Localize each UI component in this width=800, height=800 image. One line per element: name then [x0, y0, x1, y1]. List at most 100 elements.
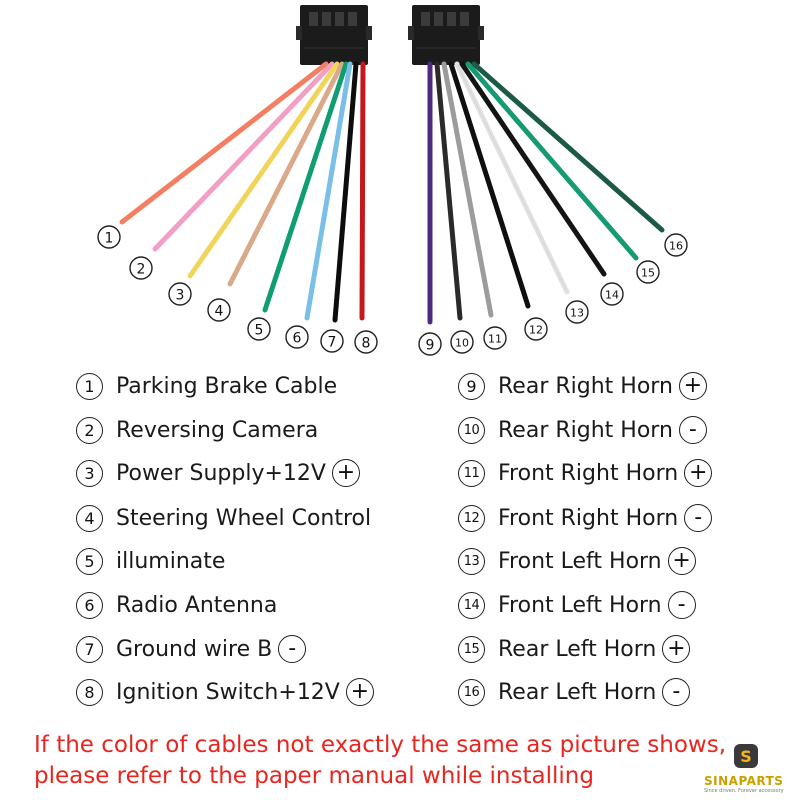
svg-text:15: 15 — [641, 267, 655, 280]
svg-text:16: 16 — [669, 240, 683, 253]
wire-2 — [152, 61, 335, 252]
wire-label-1: 1 — [97, 225, 121, 249]
wire-3 — [187, 61, 340, 279]
legend-number: 8 — [76, 678, 103, 706]
legend-label: Rear Right Horn — [498, 373, 673, 399]
legend-number: 5 — [76, 547, 103, 575]
legend-number: 3 — [76, 459, 103, 487]
legend-number: 14 — [458, 591, 485, 619]
svg-text:3: 3 — [176, 288, 185, 304]
wire-7 — [332, 61, 359, 323]
wire-14 — [459, 61, 607, 277]
positive-icon: + — [678, 372, 707, 400]
legend-label: Rear Right Horn — [498, 417, 673, 443]
svg-text:14: 14 — [605, 289, 619, 302]
legend-label: Front Left Horn — [498, 548, 662, 574]
legend-number: 1 — [76, 372, 103, 400]
legend-label: Parking Brake Cable — [116, 373, 338, 399]
legend-item-7: 7 Ground wire B- — [76, 632, 307, 666]
wire-label-9: 9 — [418, 332, 442, 356]
wire-16 — [471, 61, 665, 233]
legend-number: 11 — [458, 459, 485, 487]
legend-label: Rear Left Horn — [498, 679, 657, 705]
wire-label-8: 8 — [354, 330, 378, 354]
legend-number: 12 — [458, 504, 485, 532]
positive-icon: + — [684, 459, 713, 487]
legend-item-9: 9 Rear Right Horn+ — [458, 369, 707, 403]
wire-label-4: 4 — [207, 298, 231, 322]
logo-text: SINAPARTS — [704, 774, 784, 788]
wire-15 — [465, 61, 639, 261]
negative-icon: - — [278, 635, 307, 663]
svg-text:11: 11 — [488, 333, 502, 346]
note-line-1: If the color of cables not exactly the s… — [34, 732, 727, 758]
legend-item-6: 6 Radio Antenna — [76, 588, 277, 622]
legend-item-3: 3 Power Supply+12V+ — [76, 456, 360, 490]
wire-4 — [227, 61, 345, 287]
negative-icon: - — [667, 591, 696, 619]
wire-label-2: 2 — [129, 256, 153, 280]
wire-5 — [262, 61, 349, 313]
wire-6 — [304, 61, 353, 321]
wire-label-16: 16 — [664, 233, 688, 257]
svg-text:4: 4 — [215, 304, 224, 320]
legend-number: 13 — [458, 547, 485, 575]
svg-text:9: 9 — [426, 338, 435, 354]
wire-label-12: 12 — [524, 317, 548, 341]
logo-badge: S — [734, 744, 758, 768]
legend-item-15: 15 Rear Left Horn+ — [458, 632, 691, 666]
legend-label: Radio Antenna — [116, 592, 278, 618]
wire-1 — [119, 61, 329, 225]
legend-label: Rear Left Horn — [498, 636, 657, 662]
wire-label-6: 6 — [285, 325, 309, 349]
right-connector — [408, 5, 484, 65]
svg-text:5: 5 — [255, 323, 264, 339]
svg-text:13: 13 — [570, 307, 584, 320]
legend-item-13: 13 Front Left Horn+ — [458, 544, 696, 578]
svg-text:10: 10 — [455, 337, 469, 350]
legend-label: Ground wire B — [116, 636, 273, 662]
legend-label: Front Left Horn — [498, 592, 662, 618]
installation-note: If the color of cables not exactly the s… — [34, 730, 726, 792]
legend-label: Reversing Camera — [116, 417, 319, 443]
wire-11 — [441, 61, 494, 318]
legend-number: 9 — [458, 372, 485, 400]
wire-label-3: 3 — [168, 282, 192, 306]
negative-icon: - — [678, 416, 707, 444]
legend-number: 6 — [76, 591, 103, 619]
legend-item-10: 10 Rear Right Horn- — [458, 413, 707, 447]
legend-number: 15 — [458, 635, 485, 663]
note-line-2: please refer to the paper manual while i… — [34, 763, 594, 789]
brand-logo: S SINAPARTS Since driven. Forever access… — [704, 744, 796, 794]
positive-icon: + — [662, 635, 691, 663]
legend-item-16: 16 Rear Left Horn- — [458, 675, 691, 709]
svg-text:7: 7 — [328, 335, 337, 351]
wire-8 — [359, 61, 366, 321]
logo-tagline: Since driven. Forever accessory — [704, 788, 784, 794]
wire-label-15: 15 — [636, 260, 660, 284]
wire-label-10: 10 — [450, 330, 474, 354]
legend-number: 7 — [76, 635, 103, 663]
svg-text:6: 6 — [293, 331, 302, 347]
positive-icon: + — [667, 547, 696, 575]
svg-text:1: 1 — [105, 231, 114, 247]
svg-text:2: 2 — [137, 262, 146, 278]
positive-icon: + — [345, 678, 374, 706]
legend-number: 2 — [76, 416, 103, 444]
legend-label: Front Right Horn — [498, 505, 679, 531]
legend-label: Power Supply+12V — [116, 460, 326, 486]
negative-icon: - — [662, 678, 691, 706]
svg-text:12: 12 — [529, 324, 543, 337]
left-connector — [296, 5, 372, 65]
positive-icon: + — [331, 459, 360, 487]
legend-item-14: 14 Front Left Horn- — [458, 588, 696, 622]
wire-10 — [434, 61, 463, 321]
legend-number: 10 — [458, 416, 485, 444]
wire-12 — [448, 61, 531, 309]
legend-number: 16 — [458, 678, 485, 706]
